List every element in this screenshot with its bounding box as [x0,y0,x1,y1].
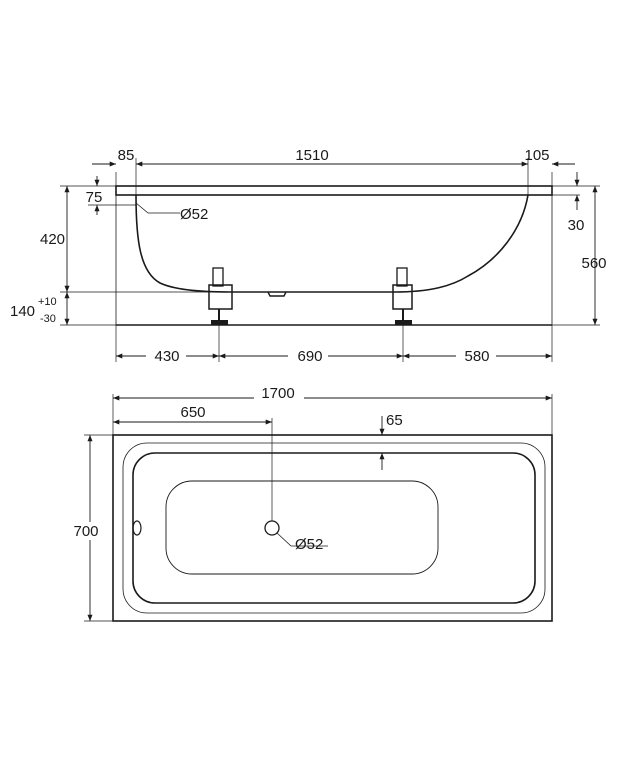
dim-rim-width: 65 [386,412,403,429]
top-view: 1700 650 65 700 Ø52 [70,385,553,622]
leg-left [208,267,233,325]
dim-inner-length: 1510 [295,147,328,164]
tub-rim-side [115,185,553,196]
drain-hole [264,520,280,536]
dim-total-width: 700 [73,523,98,540]
dim-leg-right: 580 [464,348,489,365]
dim-rim-offset: 75 [86,189,103,206]
dim-leg-left: 430 [154,348,179,365]
dim-leg-minus: -30 [40,313,56,325]
drain-outlet [267,291,287,297]
side-view: 85 1510 105 75 Ø52 420 140 +10 -30 30 56… [10,147,607,365]
leg-right [392,267,413,325]
dim-leg-height: 140 [10,303,35,320]
overflow-hole [132,520,142,536]
dim-leg-spacing: 690 [297,348,322,365]
dim-total-height: 560 [581,255,606,272]
dim-leg-plus: +10 [38,296,57,308]
dim-basin-depth: 420 [40,231,65,248]
tub-basin-profile [135,194,529,293]
dim-rim-thickness: 30 [568,217,585,234]
dim-drain-diameter-top: Ø52 [295,536,323,553]
dim-left-rim: 85 [118,147,135,164]
tub-bottom-top [165,480,439,575]
dim-right-rim: 105 [524,147,549,164]
dim-total-length: 1700 [261,385,294,402]
tub-basin-top [132,452,536,604]
dim-drain-diameter-side: Ø52 [180,206,208,223]
dim-drain-offset: 650 [180,404,205,421]
tub-outline-top [112,434,553,622]
